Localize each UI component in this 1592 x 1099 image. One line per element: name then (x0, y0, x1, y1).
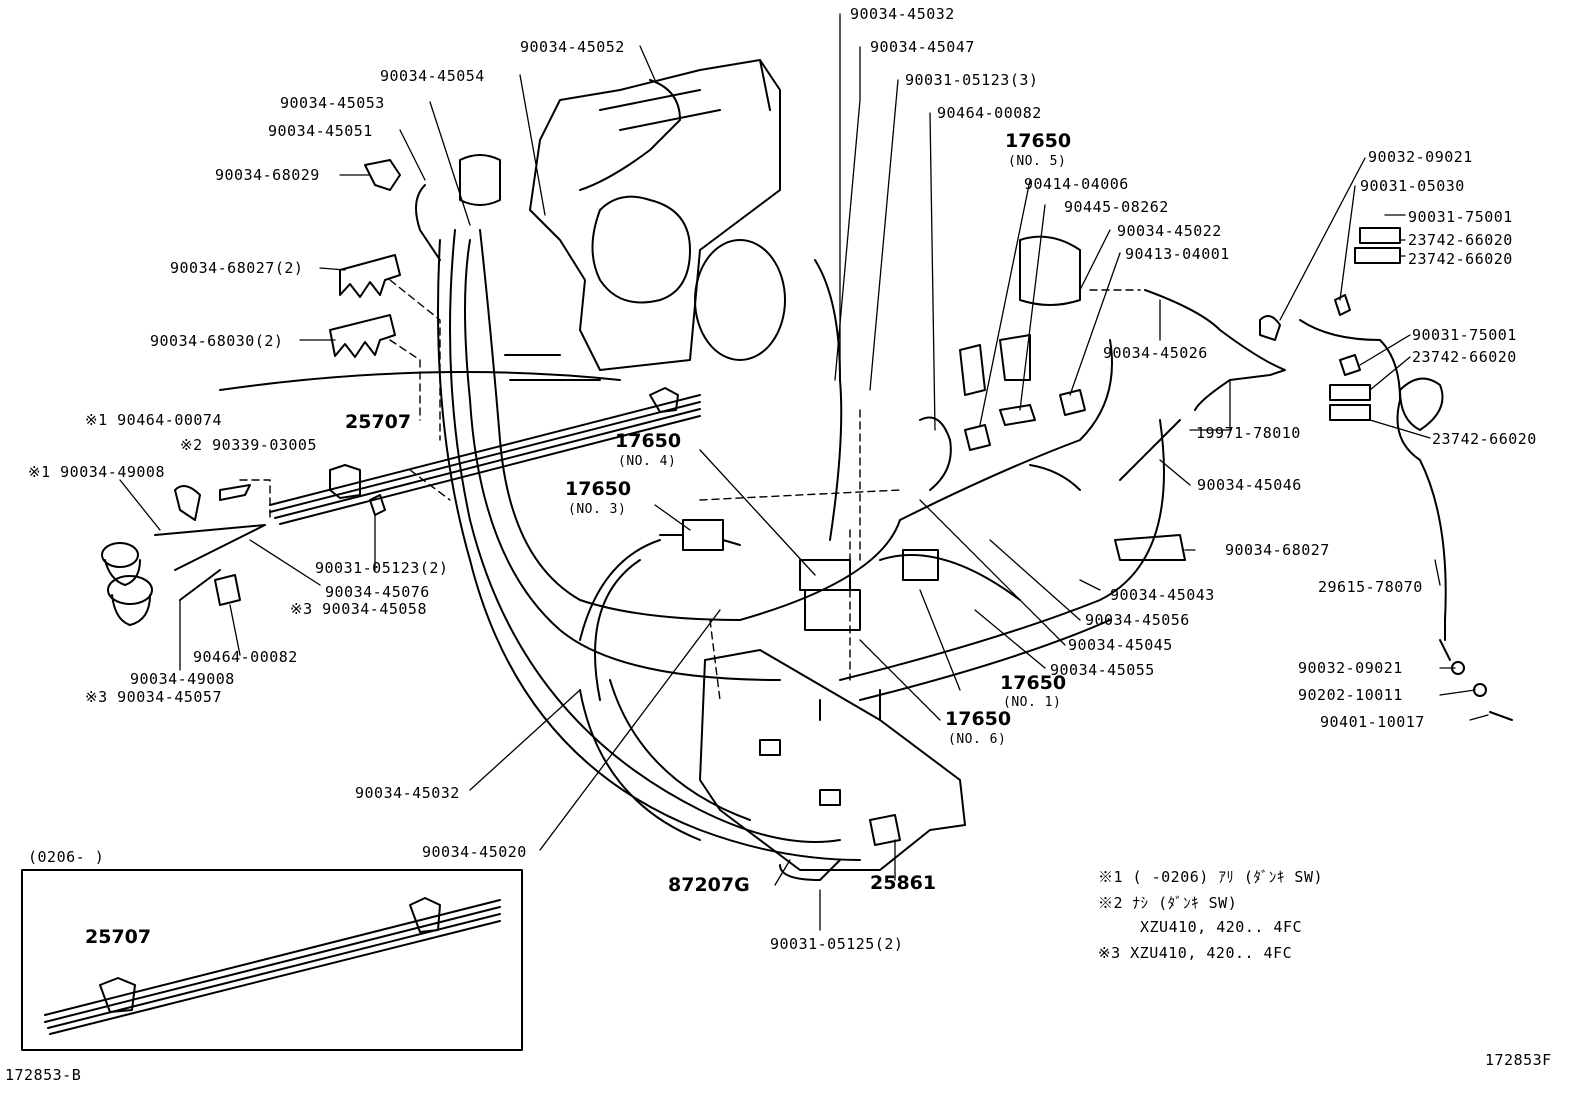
part-label: 90031-05123(2) (315, 559, 449, 577)
part-label: 90445-08262 (1064, 198, 1169, 216)
part-label-sub: (NO. 1) (1003, 695, 1062, 710)
part-label: 17650 (1005, 130, 1072, 152)
part-label: 90034-45020 (422, 843, 527, 861)
bracket-plate (699, 649, 966, 881)
part-label: 90464-00082 (193, 648, 298, 666)
part-label: ※2 90339-03005 (180, 436, 317, 454)
part-label: 90034-45026 (1103, 344, 1208, 362)
part-label: 90034-45045 (1068, 636, 1173, 654)
vsv-valves (659, 519, 939, 631)
footnote-1: ※1 ( -0206) ｱﾘ (ﾀﾞﾝｷ SW) (1098, 868, 1324, 886)
figure-id-left: 172853-B (5, 1066, 82, 1084)
footnote-2: ※2 ﾅｼ (ﾀﾞﾝｷ SW) (1098, 894, 1238, 912)
part-label: 29615-78070 (1318, 578, 1423, 596)
pipe-bundle (219, 371, 701, 525)
part-label: 90034-45052 (520, 38, 625, 56)
right-parts (959, 227, 1513, 721)
part-label: 90034-49008 (130, 670, 235, 688)
part-label: 90032-09021 (1368, 148, 1473, 166)
part-label: 90034-68030(2) (150, 332, 284, 350)
part-label: 90034-45054 (380, 67, 485, 85)
main-hoses (437, 229, 1165, 861)
part-label: 90034-45047 (870, 38, 975, 56)
part-label: 90034-45055 (1050, 661, 1155, 679)
part-label: ※1 90464-00074 (85, 411, 222, 429)
part-label-sub: (NO. 5) (1008, 154, 1067, 169)
part-label: 90034-68027 (1225, 541, 1330, 559)
part-label: ※1 90034-49008 (28, 463, 165, 481)
part-label: 90413-04001 (1125, 245, 1230, 263)
part-label: 90034-45043 (1110, 586, 1215, 604)
part-label: 17650 (945, 708, 1012, 730)
inset-part-label: 25707 (85, 926, 152, 948)
dashed-refs (239, 279, 1141, 701)
part-label: 90031-75001 (1412, 326, 1517, 344)
part-label: 90414-04006 (1024, 175, 1129, 193)
part-label: 17650 (1000, 672, 1067, 694)
left-parts (101, 159, 441, 626)
part-label-sub: (NO. 6) (948, 732, 1007, 747)
inset-pipe (44, 897, 501, 1035)
part-label: 90031-05123(3) (905, 71, 1039, 89)
leader-lines (119, 13, 1489, 931)
part-label: 90031-05030 (1360, 177, 1465, 195)
part-label: 90034-45051 (268, 122, 373, 140)
part-label: ※3 90034-45057 (85, 688, 222, 706)
footnote-3: ※3 XZU410, 420.. 4FC (1098, 944, 1293, 962)
footnote-2-models: XZU410, 420.. 4FC (1140, 918, 1303, 936)
part-label: 90464-00082 (937, 104, 1042, 122)
part-label: 87207G (668, 874, 750, 896)
part-label: 90034-45056 (1085, 611, 1190, 629)
part-label: 90034-45076 (325, 583, 430, 601)
part-label: 90034-45032 (850, 5, 955, 23)
part-label: 23742-66020 (1412, 348, 1517, 366)
part-label: 23742-66020 (1408, 250, 1513, 268)
part-label: 17650 (615, 430, 682, 452)
part-label-sub: (NO. 4) (618, 454, 677, 469)
part-label: 90034-45022 (1117, 222, 1222, 240)
part-label: 17650 (565, 478, 632, 500)
part-label: 90034-45053 (280, 94, 385, 112)
part-label: 90034-45046 (1197, 476, 1302, 494)
part-label: 90202-10011 (1298, 686, 1403, 704)
inset-frame (21, 869, 523, 1051)
inset-range-label: (0206- ) (28, 848, 105, 866)
part-label: 23742-66020 (1408, 231, 1513, 249)
part-label: 25707 (345, 411, 412, 433)
part-label: 23742-66020 (1432, 430, 1537, 448)
part-label: 19971-78010 (1196, 424, 1301, 442)
part-label-sub: (NO. 3) (568, 502, 627, 517)
part-label: 25861 (870, 872, 937, 894)
figure-id-right: 172853F (1485, 1051, 1552, 1069)
engine-block (459, 59, 786, 381)
part-label: 90032-09021 (1298, 659, 1403, 677)
part-label: 90401-10017 (1320, 713, 1425, 731)
part-label: 90034-68029 (215, 166, 320, 184)
part-label: 90031-75001 (1408, 208, 1513, 226)
part-label: 90034-45032 (355, 784, 460, 802)
part-label: ※3 90034-45058 (290, 600, 427, 618)
part-label: 90034-68027(2) (170, 259, 304, 277)
part-label: 90031-05125(2) (770, 935, 904, 953)
